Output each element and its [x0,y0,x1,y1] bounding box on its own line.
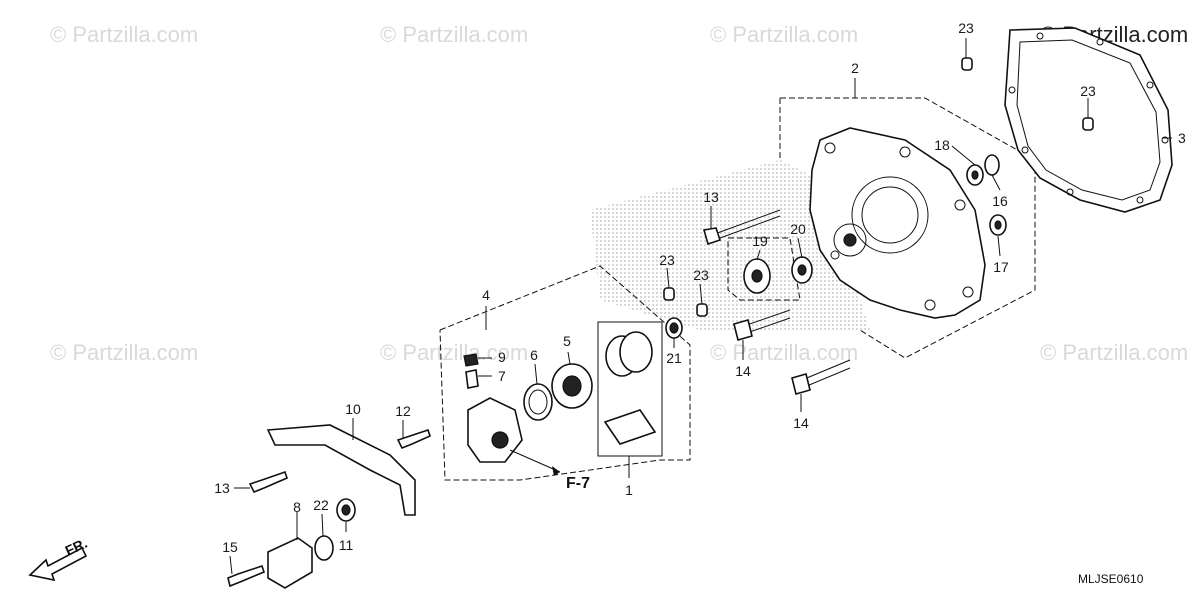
dowel-pin [1083,118,1093,130]
plug [464,354,478,366]
plate [605,410,655,444]
callout-23: 23 [1080,83,1096,99]
housing [468,398,522,462]
callout-17: 17 [993,259,1009,275]
callout-3: 3 [1178,130,1186,146]
callout-16: 16 [992,193,1008,209]
leader-line [230,556,232,574]
callout-22: 22 [313,497,329,513]
callout-8: 8 [293,499,301,515]
diagram-code: MLJSE0610 [1078,572,1144,586]
watermark: © Partzilla.com [710,340,858,365]
callout-7: 7 [498,368,506,384]
callout-19: 19 [752,233,768,249]
watermark: © Partzilla.com [50,340,198,365]
bolt [250,472,287,492]
callout-1: 1 [625,482,633,498]
leader-line [952,146,975,165]
watermark: © Partzilla.com [1040,340,1188,365]
callout-12: 12 [395,403,411,419]
leader-line [568,352,570,364]
callout-18: 18 [934,137,950,153]
watermark: © Partzilla.com [710,22,858,47]
callout-14: 14 [793,415,809,431]
leader-line [998,236,1000,256]
callout-20: 20 [790,221,806,237]
dowel-pin [697,304,707,316]
callout-10: 10 [345,401,361,417]
pin [466,370,478,388]
spring [524,384,552,420]
callout-13: 13 [214,480,230,496]
watermark: © Partzilla.com [380,22,528,47]
o-ring [315,536,333,560]
callout-2: 2 [851,60,859,76]
leader-line [992,175,1000,190]
callout-6: 6 [530,347,538,363]
callout-21: 21 [666,350,682,366]
reference-label: F-7 [566,475,590,492]
watermark: © Partzilla.com [380,340,528,365]
callout-4: 4 [482,287,490,303]
sensor [268,538,312,588]
dowel-pin [664,288,674,300]
callout-23: 23 [693,267,709,283]
callout-5: 5 [563,333,571,349]
callout-23: 23 [958,20,974,36]
bolt [792,360,850,394]
watermark: © Partzilla.com [50,22,198,47]
callout-14: 14 [735,363,751,379]
arrow-line [510,450,560,472]
callout-11: 11 [339,537,354,553]
callout-23: 23 [659,252,675,268]
circlip [985,155,999,175]
callout-9: 9 [498,349,506,365]
callout-15: 15 [222,539,238,555]
leader-line [535,364,537,384]
o-ring [620,332,652,372]
leader-line [322,514,323,536]
bolt [228,566,264,586]
dowel-pin [962,58,972,70]
callout-13: 13 [703,189,719,205]
